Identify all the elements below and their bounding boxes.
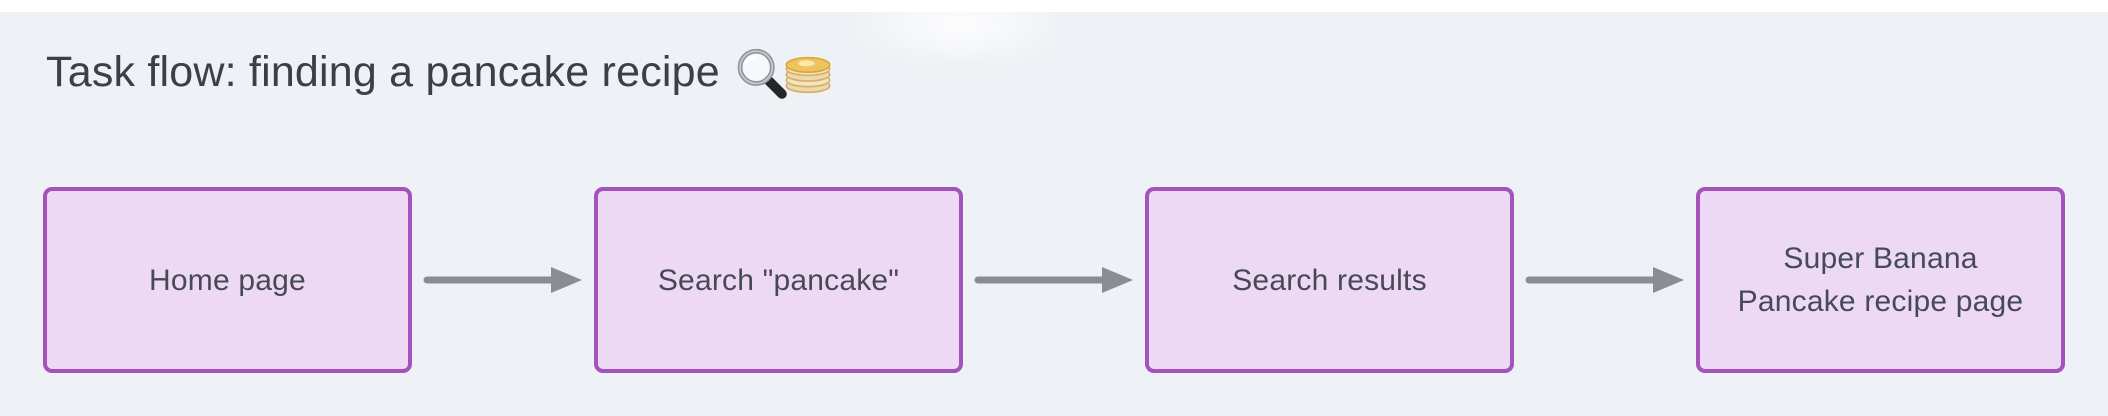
flow-node-search-results: Search results	[1145, 187, 1514, 373]
title-icons	[732, 44, 838, 102]
page-title: Task flow: finding a pancake recipe	[46, 48, 720, 97]
pancakes-icon	[778, 44, 838, 102]
flow-node-search-pancake: Search "pancake"	[594, 187, 963, 373]
flow-node-label: Search "pancake"	[657, 263, 900, 297]
flow-node-home-page: Home page	[43, 187, 412, 373]
flow-node-label: Pancake recipe page	[1737, 285, 2024, 318]
flow-connector-3	[1514, 187, 1696, 373]
task-flow-diagram: Home page Search "pancake" Search result…	[0, 187, 2108, 373]
flow-connector-2	[963, 187, 1145, 373]
top-white-strip	[0, 0, 2108, 12]
flow-node-label: Search results	[1232, 263, 1427, 297]
flow-connector-1	[412, 187, 594, 373]
flow-node-label: Super Banana	[1783, 242, 1978, 275]
magnifying-glass-icon	[732, 44, 790, 102]
flow-node-label: Home page	[149, 263, 306, 297]
right-arrow-icon	[1524, 264, 1686, 296]
right-arrow-icon	[422, 264, 584, 296]
title-row: Task flow: finding a pancake recipe	[46, 44, 838, 102]
right-arrow-icon	[973, 264, 1135, 296]
flow-node-recipe-page: Super Banana Pancake recipe page	[1696, 187, 2065, 373]
